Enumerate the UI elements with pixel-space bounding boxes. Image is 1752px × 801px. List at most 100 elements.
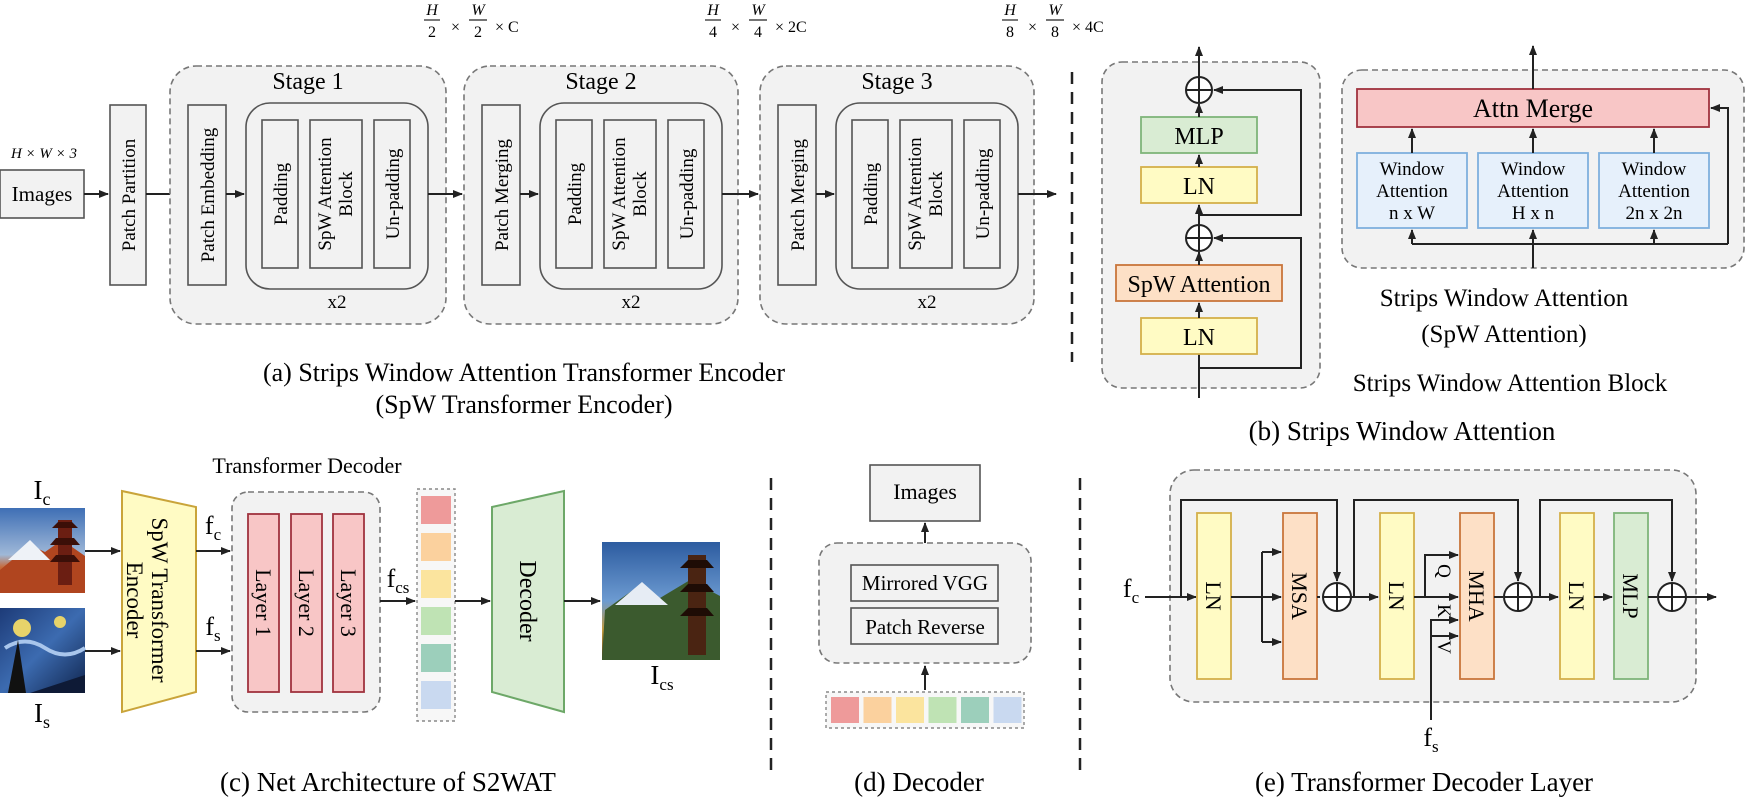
panel-c: Ic Is SpW Transformer Encoder fc fs [0,453,720,797]
e-label-fs: fs [1423,723,1438,756]
stage-3-block-line1: SpW Attention [905,137,926,251]
stage-2-block-line2: Block [630,171,651,217]
svg-text:× C: × C [495,19,519,36]
stage-3-unpadding: Un-padding [973,148,994,239]
panel-e: fc LN MSA LN Q K V fs MHA [1123,469,1717,797]
stage-2-repeat: x2 [622,292,641,313]
stage-1-padding: Padding [271,162,292,225]
c-label-ics: Ics [650,660,673,694]
stage-2-block-line1: SpW Attention [609,137,630,251]
c-decoder-label: Decoder [514,560,540,641]
stage-1-repeat: x2 [328,292,347,313]
svg-text:Window: Window [1501,159,1566,180]
d-mirrored-vgg: Mirrored VGG [862,571,988,595]
e-mha: MHA [1464,570,1489,621]
svg-text:W: W [1048,2,1063,19]
d-token-cells [831,697,1022,723]
c-encoder-line2: Encoder [122,562,147,639]
svg-text:4: 4 [709,24,717,41]
e-label-v: V [1433,640,1454,654]
stage-2-unpadding: Un-padding [677,148,698,239]
c-label-fs: fs [205,612,220,645]
svg-text:2: 2 [428,24,436,41]
panel-d: Images Mirrored VGG Patch Reverse (d) De… [818,464,1032,797]
svg-text:H: H [706,2,720,19]
svg-text:Window: Window [1622,159,1687,180]
b-ln-lower: LN [1183,325,1215,351]
svg-text:× 4C: × 4C [1072,19,1104,36]
stage-3-block-line2: Block [926,171,947,217]
svg-text:2: 2 [474,24,482,41]
stage-2-dimension: H 4 × W 4 × 2C [705,2,807,41]
b-ln-upper: LN [1183,174,1215,200]
e-ln-2: LN [1384,581,1409,610]
c-label-is: Is [34,698,50,732]
panel-b: LN SpW Attention LN MLP Attn Merge Windo… [1101,45,1745,446]
patch-partition-box [109,104,147,286]
b-block-caption: Strips Window Attention Block [1353,370,1668,397]
svg-text:Attention: Attention [1618,181,1690,202]
patch-partition-label: Patch Partition [119,138,140,251]
stage-2-patch-merging: Patch Merging [492,138,513,251]
c-label-ic: Ic [34,475,51,509]
c-label-fc: fc [205,511,222,544]
caption-c: (c) Net Architecture of S2WAT [220,767,556,797]
b-window-attention-1: Window Attention n x W [1356,152,1468,229]
b-spw-attention: SpW Attention [1128,272,1271,298]
c-token-cell [421,496,451,524]
stage-2: Stage 2 Patch Merging Padding SpW Attent… [463,65,739,325]
stage-2-padding: Padding [565,162,586,225]
svg-text:n x W: n x W [1389,203,1435,224]
images-input-label: Images [12,182,73,206]
stage-1: Stage 1 Patch Embedding Padding SpW Atte… [169,65,447,325]
caption-a-line1: (a) Strips Window Attention Transformer … [263,358,785,387]
c-token-cell [421,570,451,598]
e-msa: MSA [1287,572,1312,620]
c-transformer-decoder-title: Transformer Decoder [212,453,402,478]
c-token-cell [421,607,451,635]
d-token-cell [896,697,924,723]
c-layer-3 [332,513,365,693]
svg-text:H: H [425,2,439,19]
style-image [0,608,87,693]
c-token-cell [421,681,451,709]
c-layer-3-label: Layer 3 [336,569,361,637]
svg-text:H x n: H x n [1512,203,1555,224]
c-token-cell [421,644,451,672]
d-token-cell [993,697,1022,723]
c-encoder-line1: SpW Transformer [147,517,172,682]
content-image [0,508,85,593]
svg-text:Window: Window [1380,159,1445,180]
panel-a: H × W × 3 Images Patch Partition Stage 1… [0,2,1104,419]
stage-3-patch-merging: Patch Merging [788,138,809,251]
stage-3: Stage 3 Patch Merging Padding SpW Attent… [759,65,1035,325]
c-token-cell [421,533,451,561]
c-layer-1-label: Layer 1 [251,569,276,637]
c-label-fcs: fcs [387,564,410,597]
stage-3-repeat: x2 [918,292,937,313]
b-window-attention-2: Window Attention H x n [1477,152,1589,229]
c-layer-1 [247,513,280,693]
b-attn-merge: Attn Merge [1473,94,1593,123]
d-token-cell [831,697,859,723]
stage-2-title: Stage 2 [565,69,636,95]
svg-text:Attention: Attention [1376,181,1448,202]
svg-text:Attention: Attention [1497,181,1569,202]
b-spw-caption-line2: (SpW Attention) [1421,321,1587,348]
stage-1-patch-embedding: Patch Embedding [198,127,219,262]
d-token-cell [928,697,957,723]
c-layer-2 [290,513,323,693]
svg-text:8: 8 [1051,24,1059,41]
svg-text:W: W [471,2,486,19]
b-window-attention-3: Window Attention 2n x 2n [1598,152,1710,229]
caption-a-line2: (SpW Transformer Encoder) [375,390,672,419]
d-patch-reverse: Patch Reverse [865,615,985,639]
svg-text:8: 8 [1006,24,1014,41]
svg-text:×: × [1028,19,1037,36]
svg-text:×: × [451,19,460,36]
caption-d: (d) Decoder [854,767,984,797]
svg-text:4: 4 [754,24,762,41]
stage-3-title: Stage 3 [861,69,932,95]
b-spw-caption-line1: Strips Window Attention [1380,285,1629,312]
